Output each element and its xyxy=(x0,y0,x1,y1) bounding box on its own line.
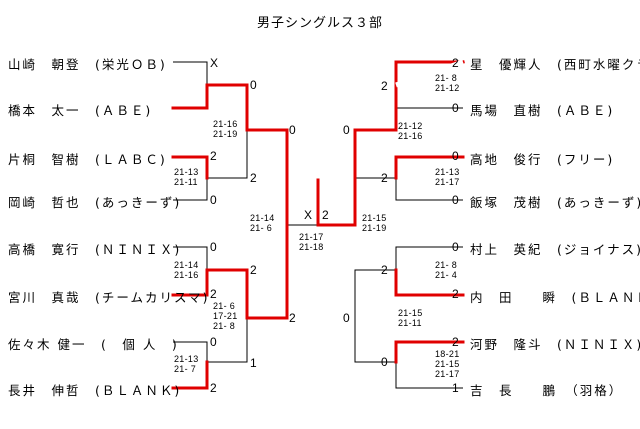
player-left-4: 岡崎 哲也 (あっきーず) xyxy=(8,195,182,210)
player-left-5: 高橋 寛行 (ＮＩＮＩＸ) xyxy=(8,242,182,257)
bracket-line xyxy=(173,246,208,270)
match-score: 0 xyxy=(452,101,459,115)
player-left-8: 長井 伸哲 (ＢＬＡＮＫ) xyxy=(8,383,182,398)
game-score: 21-16 21-19 xyxy=(213,119,238,139)
winner-path xyxy=(394,155,465,180)
game-score: 21-12 21-16 xyxy=(398,121,423,141)
bracket-line xyxy=(173,178,208,201)
winner-path xyxy=(171,360,209,390)
player-left-3: 片桐 智樹 (ＬＡＢＣ) xyxy=(8,152,167,167)
match-score: 0 xyxy=(210,335,217,349)
match-score: X xyxy=(210,56,219,70)
player-right-4: 飯塚 茂樹 (あっきーず) xyxy=(470,195,640,210)
game-score: 21- 8 21-12 xyxy=(435,73,460,93)
bracket-line xyxy=(395,362,463,389)
game-score: 21-14 21- 6 xyxy=(250,213,275,233)
player-left-7: 佐々木 健一 ( 個 人 ) xyxy=(8,337,179,352)
final-score-left: X xyxy=(304,208,313,222)
game-score: 18-21 21-15 21-17 xyxy=(435,349,460,379)
game-score: 21-13 21- 7 xyxy=(174,354,199,374)
match-score: 2 xyxy=(210,287,217,301)
match-score: 0 xyxy=(210,240,217,254)
game-score: 21-13 21-17 xyxy=(435,167,460,187)
game-score: 21-15 21-11 xyxy=(398,308,423,328)
player-right-7: 河野 隆斗 (ＮＩＮＩＸ) xyxy=(470,337,640,352)
match-score: 1 xyxy=(452,381,459,395)
bracket-line xyxy=(395,178,463,201)
winner-path xyxy=(171,155,209,180)
bracket-line xyxy=(354,130,396,179)
player-right-5: 村上 英紀 (ジョイナス) xyxy=(470,242,640,257)
player-right-8: 吉 長 鵬 （羽格） xyxy=(470,383,624,398)
match-score: 1 xyxy=(250,356,257,370)
winner-path xyxy=(394,60,465,87)
match-score: 0 xyxy=(289,123,296,137)
game-score: 21-14 21-16 xyxy=(174,260,199,280)
match-score: 0 xyxy=(452,149,459,163)
player-left-6: 宮川 真哉 (チームカリスマ) xyxy=(8,290,210,305)
game-score: 21- 6 17-21 21- 8 xyxy=(213,301,238,331)
bracket-line xyxy=(286,130,318,226)
player-right-1: 星 優輝人 (西町水曜クラブ) xyxy=(470,57,640,72)
match-score: 2 xyxy=(289,311,296,325)
winner-path xyxy=(171,223,289,320)
match-score: 2 xyxy=(250,171,257,185)
match-score: 0 xyxy=(210,193,217,207)
bracket-line xyxy=(207,318,248,363)
match-score: 0 xyxy=(343,123,350,137)
game-score: 21-15 21-19 xyxy=(362,213,387,233)
player-right-2: 馬場 直樹 (ＡＢＥ) xyxy=(470,103,615,118)
winner-path xyxy=(171,83,289,227)
match-score: 2 xyxy=(381,263,388,277)
match-score: 2 xyxy=(210,149,217,163)
bracket-line xyxy=(354,318,396,363)
match-score: 2 xyxy=(381,171,388,185)
match-score: 0 xyxy=(452,193,459,207)
match-score: 2 xyxy=(250,263,257,277)
match-score: 2 xyxy=(210,381,217,395)
bracket-line xyxy=(173,341,208,362)
bracket-line xyxy=(354,269,396,318)
player-left-1: 山崎 朝登 (栄光ＯＢ) xyxy=(8,57,167,72)
match-score: 0 xyxy=(250,78,257,92)
player-right-6: 内 田 瞬 (ＢＬＡＮＫ) xyxy=(470,290,640,305)
final-score-right: 2 xyxy=(322,208,329,222)
match-score: 0 xyxy=(452,240,459,254)
winner-path xyxy=(394,268,465,297)
bracket-line xyxy=(173,61,208,85)
game-score: 21- 8 21- 4 xyxy=(435,260,458,280)
winner-path xyxy=(394,340,465,364)
match-score: 2 xyxy=(452,56,459,70)
bracket-line xyxy=(207,130,248,179)
game-score: 21-17 21-18 xyxy=(299,232,324,252)
bracket-line xyxy=(395,246,463,270)
player-left-2: 橋本 太一 (ＡＢＥ) xyxy=(8,103,153,118)
game-score: 21-13 21-11 xyxy=(174,167,199,187)
match-score: 2 xyxy=(452,287,459,301)
match-score: 0 xyxy=(343,311,350,325)
page-title: 男子シングルス３部 xyxy=(256,16,383,31)
match-score: 0 xyxy=(381,355,388,369)
match-score: 2 xyxy=(452,335,459,349)
player-right-3: 高地 俊行 (フリー) xyxy=(470,152,615,167)
match-score: 2 xyxy=(381,79,388,93)
